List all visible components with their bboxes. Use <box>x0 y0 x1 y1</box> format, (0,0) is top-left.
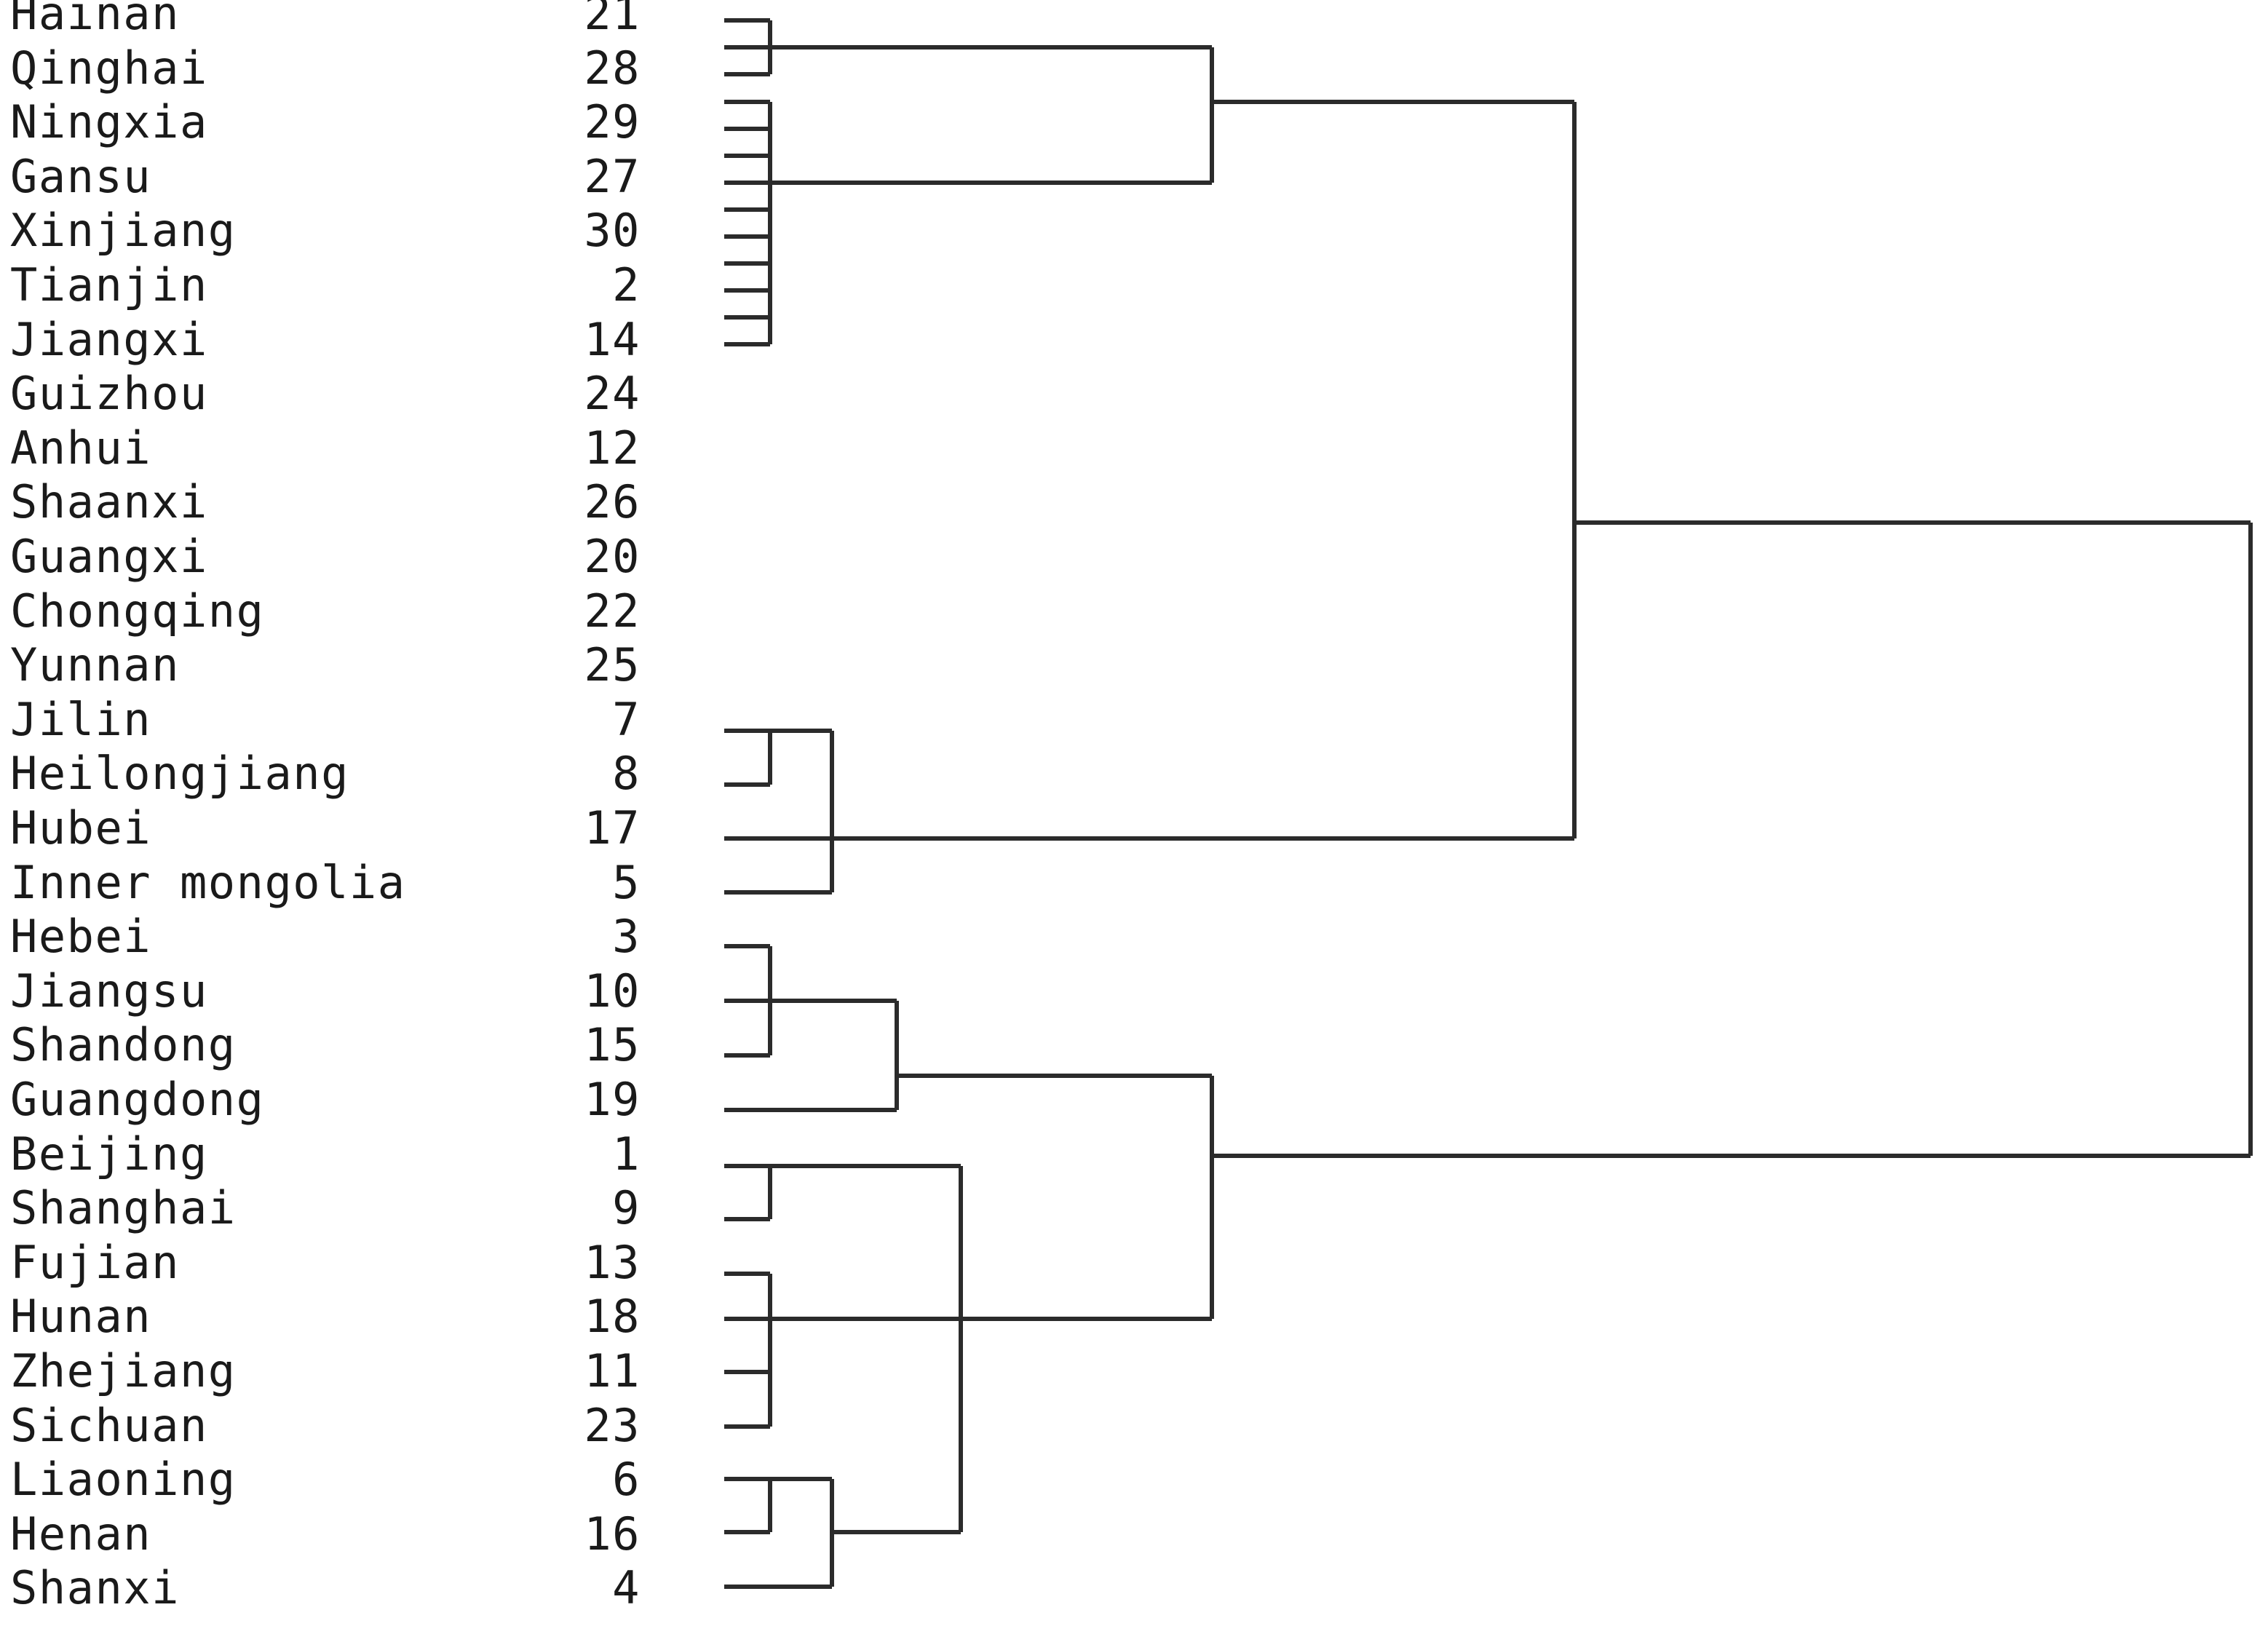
leaf-number: 19 <box>584 1073 641 1126</box>
leaf-label: Guangxi <box>10 530 208 583</box>
leaf-label: Shanghai <box>10 1181 237 1235</box>
leaf-number: 28 <box>584 41 641 95</box>
leaf-label: Hubei <box>10 801 152 854</box>
leaf-label: Sichuan <box>10 1398 208 1452</box>
leaf-label: Gansu <box>10 149 152 203</box>
leaf-label: Inner mongolia <box>10 855 406 909</box>
leaf-number: 18 <box>584 1290 641 1344</box>
leaf-number: 30 <box>584 204 641 258</box>
leaf-number: 24 <box>584 367 641 421</box>
leaf-number: 27 <box>584 149 641 203</box>
leaf-number: 7 <box>612 692 641 746</box>
leaf-label: Tianjin <box>10 258 208 312</box>
leaf-label: Shaanxi <box>10 475 208 529</box>
leaf-number: 1 <box>612 1127 641 1181</box>
leaf-number: 23 <box>584 1398 641 1452</box>
leaf-label: Anhui <box>10 421 152 475</box>
leaf-number: 26 <box>584 475 641 529</box>
leaf-label: Hunan <box>10 1290 152 1344</box>
leaf-label: Fujian <box>10 1235 180 1289</box>
leaf-number: 10 <box>584 964 641 1018</box>
leaf-label: Guizhou <box>10 367 208 421</box>
leaf-number: 8 <box>612 747 641 801</box>
leaf-number: 2 <box>612 258 641 312</box>
leaf-number: 14 <box>584 312 641 366</box>
leaf-label: Ningxia <box>10 95 208 149</box>
leaf-number: 3 <box>612 910 641 964</box>
leaf-number: 4 <box>612 1561 641 1615</box>
leaf-label: Jilin <box>10 692 152 746</box>
leaf-number: 9 <box>612 1181 641 1235</box>
leaf-label: Yunnan <box>10 638 180 692</box>
leaf-number: 21 <box>584 0 641 40</box>
leaf-label: Henan <box>10 1507 152 1560</box>
leaf-label: Hebei <box>10 910 152 964</box>
leaf-number: 25 <box>584 638 641 692</box>
leaf-label: Shandong <box>10 1018 237 1072</box>
leaf-number: 16 <box>584 1507 641 1560</box>
leaf-label: Shanxi <box>10 1561 180 1615</box>
leaf-label: Chongqing <box>10 584 265 638</box>
leaf-number: 5 <box>612 855 641 909</box>
leaf-label: Hainan <box>10 0 180 40</box>
leaf-label: Guangdong <box>10 1073 265 1126</box>
leaf-number: 11 <box>584 1344 641 1397</box>
leaf-number: 15 <box>584 1018 641 1072</box>
leaf-label: Zhejiang <box>10 1344 237 1397</box>
leaf-label: Liaoning <box>10 1453 237 1507</box>
leaf-label: Heilongjiang <box>10 747 349 801</box>
leaf-label: Beijing <box>10 1127 208 1181</box>
leaf-number: 17 <box>584 801 641 854</box>
leaf-number: 29 <box>584 95 641 149</box>
leaf-label: Xinjiang <box>10 204 237 258</box>
leaf-number: 6 <box>612 1453 641 1507</box>
leaf-number: 12 <box>584 421 641 475</box>
leaf-number: 13 <box>584 1235 641 1289</box>
leaf-label: Jiangsu <box>10 964 208 1018</box>
leaf-number: 20 <box>584 530 641 583</box>
leaf-label: Qinghai <box>10 41 208 95</box>
leaf-label: Jiangxi <box>10 312 208 366</box>
leaf-number: 22 <box>584 584 641 638</box>
